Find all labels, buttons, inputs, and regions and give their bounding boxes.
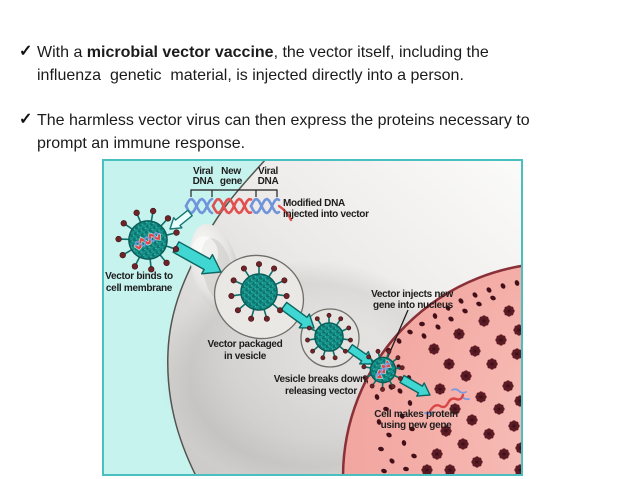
bullet2-line2: prompt an immune response. <box>37 135 246 152</box>
label-new-gene: New <box>221 166 241 177</box>
nucleus <box>341 264 523 476</box>
flow-arrow-icon <box>169 209 193 230</box>
label-viral-dna-right: Viral <box>258 166 279 177</box>
process-arrows <box>169 209 431 397</box>
virus-particle-icon <box>115 207 180 273</box>
label-viral-dna-right: DNA <box>258 176 279 187</box>
flow-arrow-icon <box>280 301 315 329</box>
label-vesicle-breaks: Vesicle breaks down, <box>274 374 369 385</box>
label-cell-makes: using new gene <box>381 420 453 431</box>
label-modified-dna: Modified DNA <box>283 198 345 209</box>
label-vesicle-breaks: releasing vector <box>285 386 357 397</box>
bullet2-line1: The harmless vector virus can then expre… <box>37 112 530 129</box>
virus-particle-icon <box>361 348 405 392</box>
diagram-border <box>102 159 523 476</box>
check-bullet-icon: ✓ <box>19 43 33 60</box>
label-new-gene: gene <box>220 176 243 187</box>
label-vector-injects: Vector injects new <box>371 289 453 300</box>
virus-particle-icon <box>228 261 290 322</box>
dna-segment-bracket <box>190 189 278 197</box>
protein-molecule <box>424 388 470 415</box>
bullet1-line1-pre: With a <box>37 44 87 61</box>
label-modified-dna: injected into vector <box>283 209 369 220</box>
bullet1-line1-bold: microbial vector vaccine <box>86 44 274 61</box>
virus-particle-icon <box>305 312 353 361</box>
vaccine-diagram: Viral DNA New gene Viral DNA Modified DN… <box>102 159 523 476</box>
label-vector-binds: Vector binds to <box>105 271 173 282</box>
bullet1-text: With a microbial vector vaccine, the vec… <box>37 41 489 87</box>
label-viral-dna-left: Viral <box>193 166 214 177</box>
label-vector-packaged: in vesicle <box>224 351 267 362</box>
bullet1-line1-post: , the vector itself, including the <box>273 44 489 61</box>
label-cell-makes: Cell makes protein <box>374 409 458 420</box>
bullet1-line2: influenza genetic material, is injected … <box>37 67 464 84</box>
modified-dna-helix <box>184 197 293 222</box>
label-vector-injects: gene into nucleus <box>373 300 454 311</box>
label-viral-dna-left: DNA <box>193 176 214 187</box>
bullet2-text: The harmless vector virus can then expre… <box>37 109 530 155</box>
flow-arrow-icon <box>172 241 222 275</box>
label-vector-binds: cell membrane <box>106 283 173 294</box>
check-bullet-icon: ✓ <box>19 111 33 128</box>
label-vector-packaged: Vector packaged <box>208 339 283 350</box>
flow-arrow-icon <box>399 374 431 397</box>
vector-viruses <box>115 207 405 392</box>
